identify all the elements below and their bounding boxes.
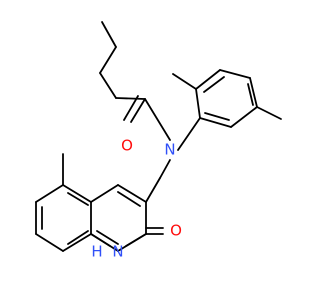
quinolinone-oxygen-label: O xyxy=(170,222,182,240)
meta-methyl-bond xyxy=(256,106,282,120)
quinolinone-nitrogen-label: N xyxy=(112,243,123,261)
atom-labels: N O O N H xyxy=(91,137,182,261)
butyl-bond-3 xyxy=(99,72,117,99)
benzo-ring-4 xyxy=(35,233,64,252)
quinoline-ring-2 xyxy=(90,184,119,203)
benzo-double-c xyxy=(67,230,89,245)
aryl-ring-bond-5 xyxy=(230,106,258,128)
benzo-ring-2 xyxy=(35,184,64,203)
aryl-double-bond-c xyxy=(204,112,230,121)
chemical-structure-diagram: N O O N H xyxy=(35,21,282,261)
aryl-double-bond-a xyxy=(203,76,225,93)
benzo-ring-1 xyxy=(62,184,92,203)
nh-to-ring-right xyxy=(125,233,147,247)
quinolinone-hydrogen-label: H xyxy=(91,243,102,261)
ortho-methyl-bond xyxy=(172,73,197,90)
butyl-bond-1 xyxy=(101,21,117,48)
aryl-ring-bond-1 xyxy=(195,88,201,119)
carbonyl-carbon-to-nitrogen xyxy=(144,98,171,141)
butyl-bond-2 xyxy=(99,46,117,74)
benzo-double-a xyxy=(67,192,89,206)
aryl-ring-bond-3 xyxy=(219,69,251,79)
quinoline-ring-double-a xyxy=(117,191,141,207)
nh-to-ring-left xyxy=(90,233,111,247)
aryl-ring-bond-4 xyxy=(249,77,258,108)
nitrogen-to-aryl xyxy=(177,117,201,151)
benzo-ring-5 xyxy=(62,233,92,252)
nitrogen-to-methylene xyxy=(159,159,171,179)
quinoline-ring-double-b xyxy=(96,230,119,245)
amide-oxygen-label: O xyxy=(121,137,133,155)
aryl-double-bond-b xyxy=(247,83,254,106)
methylene-to-quinoline xyxy=(145,177,161,203)
quinoline-ring-1 xyxy=(117,184,147,203)
carbonyl-double-bond-b xyxy=(123,95,139,121)
molecule-svg: N O O N H xyxy=(35,21,282,261)
carbonyl-carbon-to-alpha-carbon xyxy=(115,97,146,100)
aryl-ring-bond-6 xyxy=(199,117,232,128)
amide-nitrogen-label: N xyxy=(164,141,175,159)
carbonyl-double-bond-a xyxy=(130,98,146,123)
aryl-ring-bond-2 xyxy=(195,69,221,90)
bonds xyxy=(35,21,282,252)
